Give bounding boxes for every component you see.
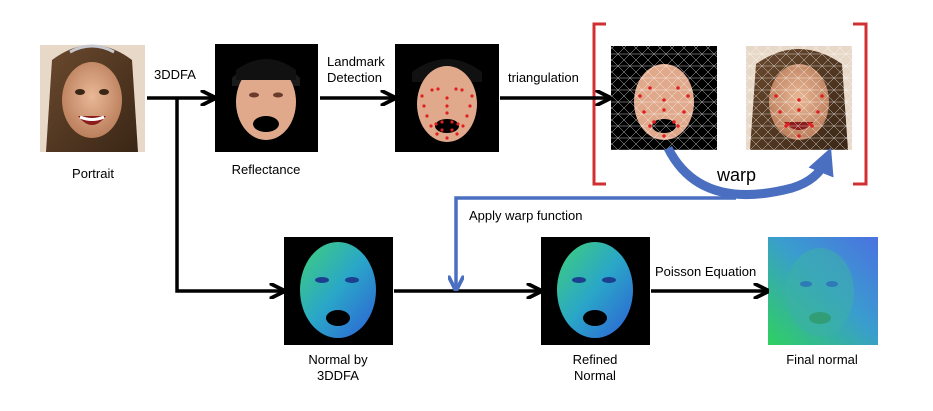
label-normal-line2: 3DDFA [317, 368, 359, 383]
label-normal-line1: Normal by [308, 352, 368, 367]
label-apply-warp: Apply warp function [469, 208, 583, 223]
warped-portrait-image [746, 46, 852, 150]
label-landmark-line1: Landmark [327, 54, 385, 69]
reflectance-image [215, 44, 318, 152]
label-portrait: Portrait [72, 166, 114, 181]
label-refined-line1: Refined [572, 352, 618, 367]
label-triangulation: triangulation [508, 70, 579, 85]
label-final-normal: Final normal [786, 352, 858, 367]
label-3ddfa-step: 3DDFA [154, 67, 196, 82]
label-poisson: Poisson Equation [655, 264, 757, 279]
portrait-image [40, 44, 145, 152]
arrow-3ddfa-down-to-normal [175, 98, 282, 291]
refined-normal-image [541, 237, 650, 345]
label-landmark-line2: Detection [327, 70, 382, 85]
landmark-image [395, 44, 499, 152]
mesh-image [611, 46, 717, 150]
label-refined-line2: Normal [574, 368, 616, 383]
final-normal-image [768, 237, 878, 345]
warp-curve-arrow [663, 145, 834, 199]
mesh-bracket [592, 22, 868, 186]
normal-3ddfa-image [284, 237, 393, 345]
arrow-apply-warp [456, 196, 736, 288]
label-reflectance: Reflectance [231, 162, 301, 177]
label-warp: warp [717, 165, 757, 185]
